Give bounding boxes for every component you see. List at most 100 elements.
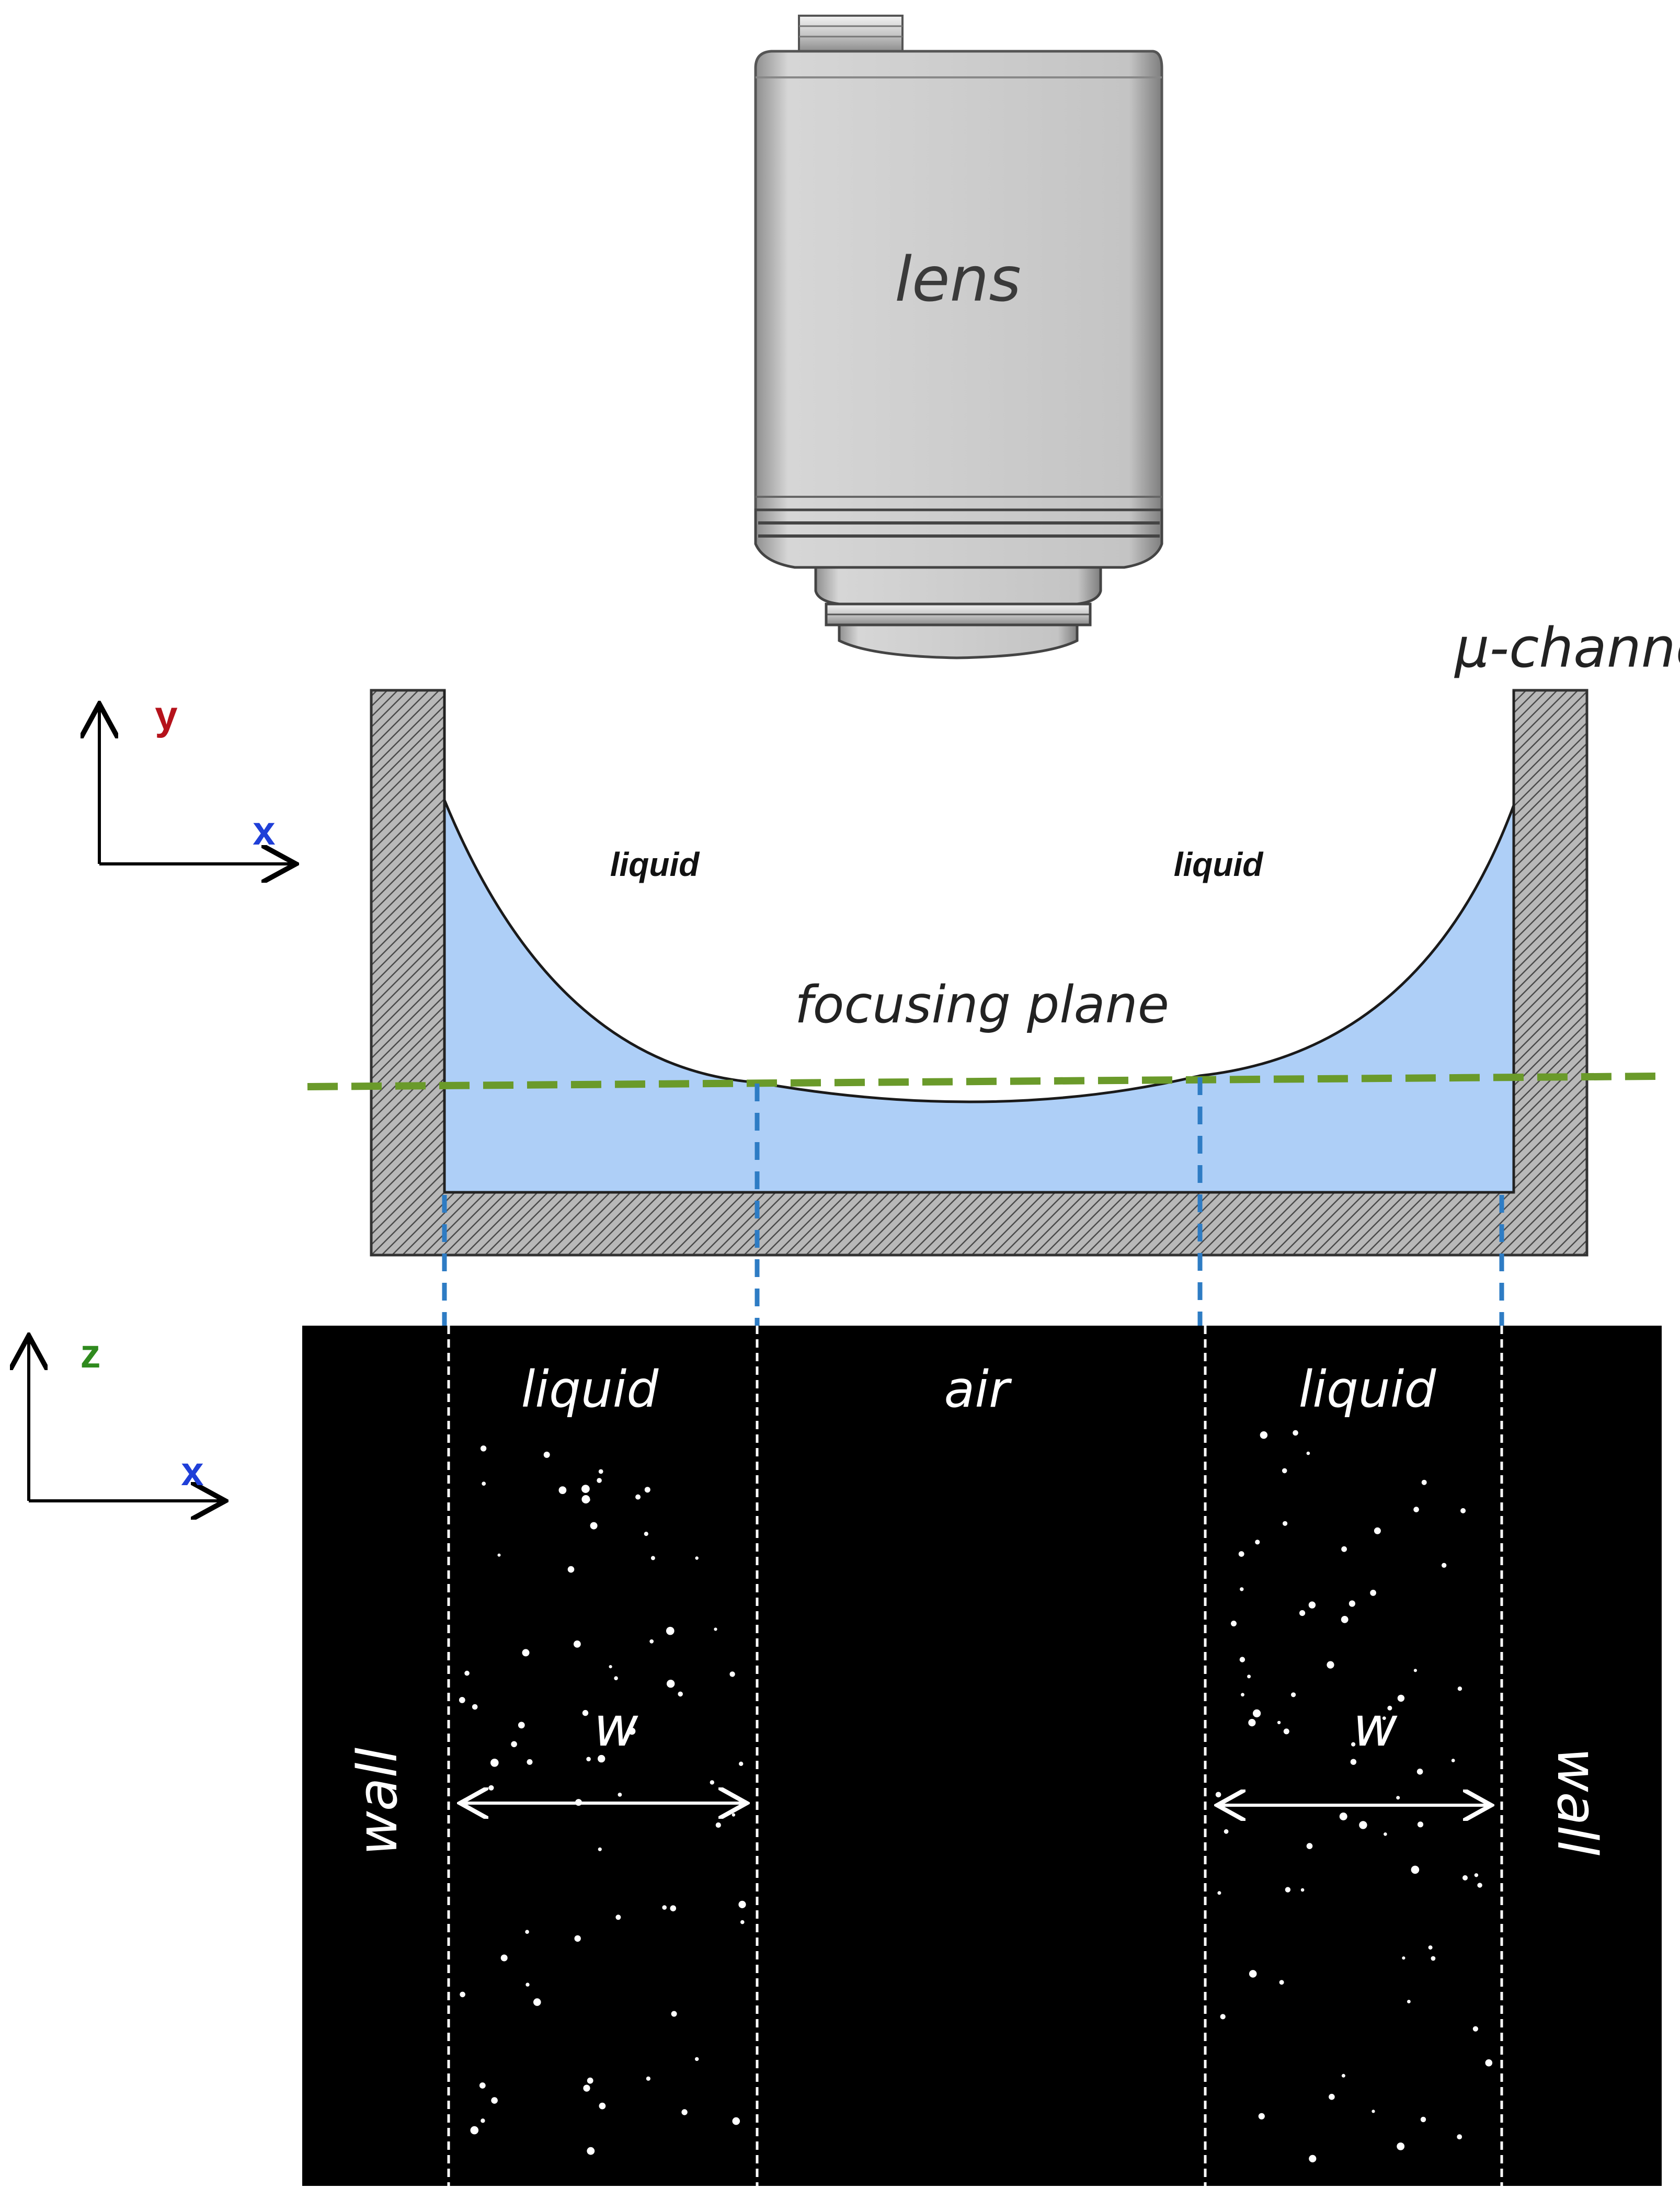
particle-speck [1350,1759,1357,1765]
particle-speck [1413,1507,1419,1512]
particle-speck [1477,1883,1482,1888]
particle-speck [1457,1686,1462,1691]
particle-speck [1240,1587,1244,1591]
wall-left-label: wall [346,1748,409,1856]
tracer-particles [459,1430,1493,2162]
channel-liquid-left-label: liquid [610,846,701,883]
particle-speck [1431,1956,1436,1961]
particle-speck [1374,1527,1381,1534]
particle-speck [1351,1742,1356,1747]
particle-speck [500,1954,508,1962]
particle-speck [1472,2026,1478,2032]
x-axis-label-bottom: x [181,1448,203,1494]
particle-speck [1474,1873,1479,1877]
particle-speck [1348,1600,1355,1607]
lens-tip [838,623,1079,659]
width-right-label: w [1353,1695,1398,1759]
particle-speck [1442,1563,1447,1568]
particle-speck [1220,2014,1226,2020]
particle-speck [527,1759,533,1765]
particle-speck [587,2147,595,2155]
particle-speck [1285,1887,1291,1893]
particle-speck [525,1930,529,1934]
particle-speck [618,1793,622,1797]
particle-speck [1341,1616,1348,1623]
particle-speck [732,1813,736,1817]
particle-speck [586,1757,591,1762]
particle-speck [650,1556,655,1560]
particle-speck [1384,1832,1387,1836]
particle-speck [1309,2155,1317,2162]
particle-speck [480,1445,487,1452]
particle-speck [1428,1945,1433,1950]
particle-speck [1282,1468,1287,1474]
particle-speck [1382,1716,1386,1720]
particle-speck [695,2057,699,2061]
particle-speck [1413,1669,1417,1672]
particle-speck [1241,1693,1244,1697]
liquid-region [444,800,1514,1192]
particle-speck [1417,1821,1424,1828]
microscope-image-panel: liquid air liquid w w wall wall [302,1326,1662,2186]
particle-speck [1306,1843,1313,1849]
particle-speck [1255,1540,1260,1545]
focusing-plane-line [307,1073,1658,1090]
image-background [302,1326,1662,2186]
particle-speck [715,1822,721,1828]
particle-speck [666,1626,675,1635]
particle-speck [646,2076,650,2081]
lens-top-thread [798,15,904,53]
particle-speck [1258,2113,1265,2119]
particle-speck [533,1998,541,2006]
particle-speck [1239,1657,1245,1662]
lens-lower-band [754,508,1163,569]
particle-speck [599,2102,606,2110]
particle-speck [710,1780,715,1785]
particle-speck [1485,2059,1493,2067]
wall-right-label: wall [1545,1748,1609,1856]
particle-speck [614,1676,618,1680]
particle-speck [667,1680,675,1688]
particle-speck [522,1649,530,1657]
particle-speck [581,1495,590,1503]
particle-speck [479,2082,486,2089]
particle-speck [1341,2073,1345,2078]
particle-speck [1359,1821,1367,1829]
particle-speck [695,1556,699,1560]
particle-speck [1215,1792,1221,1798]
particle-speck [1308,1601,1316,1609]
image-air-label: air [944,1360,1013,1419]
particle-speck [678,1691,683,1697]
particle-speck [1279,1980,1284,1985]
particle-speck [1397,2143,1405,2150]
particle-speck [1462,1875,1468,1881]
particle-speck [1451,1759,1455,1762]
particle-speck [490,1759,499,1767]
particle-speck [1457,2134,1462,2140]
particle-speck [740,1920,745,1924]
particle-speck [1248,1719,1256,1727]
particle-speck [543,1451,550,1458]
particle-speck [1238,1551,1244,1557]
particle-speck [464,1670,470,1676]
particle-speck [582,1710,589,1716]
particle-speck [1397,1694,1405,1702]
particle-speck [488,1785,494,1791]
particle-speck [1231,1621,1237,1627]
particle-speck [1291,1692,1296,1697]
particle-speck [1260,1431,1268,1439]
particle-speck [1277,1720,1281,1725]
particle-speck [1249,1970,1257,1978]
particle-speck [1387,1705,1392,1711]
particle-speck [671,2011,677,2017]
particle-speck [481,2118,485,2123]
particle-speck [525,1982,530,1987]
z-axis-label: z [81,1330,101,1376]
projection-lines [442,1077,1504,1328]
particle-speck [1327,1661,1334,1669]
particle-speck [738,1900,746,1908]
particle-speck [574,1640,581,1648]
particle-speck [1293,1430,1298,1436]
particle-speck [609,1665,612,1669]
